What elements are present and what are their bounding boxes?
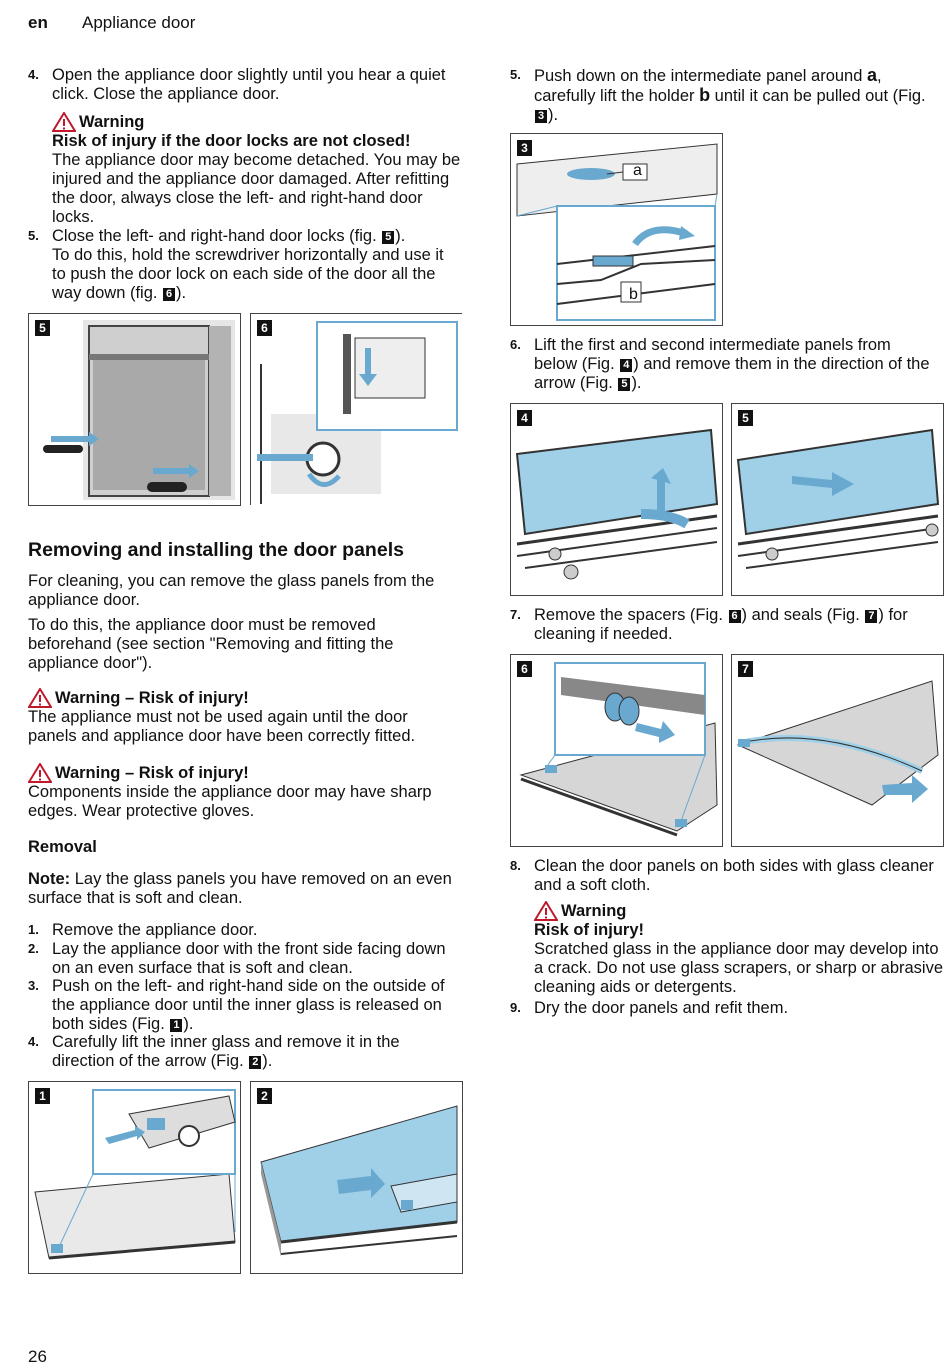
warning-title: Warning: [79, 112, 145, 131]
section-heading: Removing and installing the door panels: [28, 539, 404, 561]
figure-3-holder-detail: a b 3: [510, 133, 723, 326]
language-code: en: [28, 13, 48, 32]
step-7-remove-spacers: 7. Remove the spacers (Fig. 6) and seals…: [510, 606, 908, 643]
figure-1-release-inner-glass: 1: [28, 1081, 241, 1274]
figure-6-spacers: 6: [510, 654, 723, 847]
warning-triangle-icon: [28, 688, 52, 708]
warning-sharp-edges: Warning – Risk of injury! Components ins…: [28, 763, 460, 821]
warning-triangle-icon: [28, 763, 52, 783]
figure-7-seals: 7: [731, 654, 944, 847]
removal-step-4: 4. Carefully lift the inner glass and re…: [28, 1033, 400, 1070]
figure-ref: 1: [170, 1019, 183, 1032]
removal-step-1: 1. Remove the appliance door.: [28, 921, 258, 939]
warning-body: Components inside the appliance door may…: [28, 783, 432, 820]
figure-badge: 6: [257, 320, 272, 336]
warning-scratched-glass: Warning Risk of injury! Scratched glass …: [534, 901, 944, 997]
note-paragraph: Note: Lay the glass panels you have remo…: [28, 870, 452, 907]
warning-body: The appliance must not be used again unt…: [28, 708, 416, 745]
figure-ref: 7: [865, 610, 878, 623]
figure-ref: 2: [249, 1056, 262, 1069]
spacer-removal-illustration: [519, 662, 718, 837]
warning-title: Warning – Risk of injury!: [55, 763, 249, 782]
door-lock-detail-illustration: [257, 321, 458, 504]
step-6-lift-panels: 6. Lift the first and second intermediat…: [510, 336, 930, 392]
figure-ref: 6: [728, 610, 741, 623]
page-number: 26: [28, 1347, 47, 1366]
removal-heading: Removal: [28, 838, 97, 856]
step-5-close-locks: 5. Close the left- and right-hand door l…: [28, 227, 444, 302]
figure-4-lift-intermediate-panel: 4: [510, 403, 723, 596]
warning-title: Warning – Risk of injury!: [55, 688, 249, 707]
warning-subtitle: Risk of injury!: [534, 921, 645, 939]
figure-6-door-lock-detail: 6: [250, 313, 462, 505]
step-8-clean-panels: 8. Clean the door panels on both sides w…: [510, 857, 934, 894]
holder-lift-illustration: [516, 143, 718, 321]
step-9-refit: 9. Dry the door panels and refit them.: [510, 999, 789, 1017]
figure-badge: 4: [517, 410, 532, 426]
panel-removal-illustration: [736, 428, 940, 569]
figure-ref: 5: [618, 378, 631, 391]
oven-door-illustration: [43, 320, 235, 500]
step-5-lift-holder: 5. Push down on the intermediate panel a…: [510, 65, 926, 125]
figure-5-remove-panel: 5: [731, 403, 944, 596]
intro-paragraph-1: For cleaning, you can remove the glass p…: [28, 572, 435, 609]
warning-triangle-icon: [534, 901, 558, 921]
intro-paragraph-2: To do this, the appliance door must be r…: [28, 616, 394, 672]
figure-5-door-locks: 5: [28, 313, 241, 506]
figure-badge: 1: [35, 1088, 50, 1104]
warning-body: Scratched glass in the appliance door ma…: [534, 940, 944, 996]
figure-badge: 2: [257, 1088, 272, 1104]
figure-badge: 6: [517, 661, 532, 677]
warning-refit-panels: Warning – Risk of injury! The appliance …: [28, 688, 460, 746]
warning-subtitle: Risk of injury if the door locks are not…: [52, 132, 411, 150]
figure-ref: 4: [620, 359, 633, 372]
figure-ref: 5: [382, 231, 395, 244]
callout-label-b: b: [629, 286, 638, 303]
header-title: Appliance door: [82, 13, 196, 32]
figure-2-lift-inner-glass: 2: [250, 1081, 463, 1274]
intermediate-panel-lift-illustration: [515, 428, 719, 580]
step-4-close-door: 4. Open the appliance door slightly unti…: [28, 66, 446, 103]
warning-body: The appliance door may become detached. …: [52, 151, 461, 226]
figure-badge: 5: [35, 320, 50, 336]
removal-step-3: 3. Push on the left- and right-hand side…: [28, 977, 445, 1033]
warning-door-locks: Warning Risk of injury if the door locks…: [52, 112, 462, 227]
lift-inner-glass-illustration: [260, 1105, 458, 1257]
figure-ref: 6: [163, 288, 176, 301]
inner-glass-release-illustration: [34, 1089, 236, 1260]
figure-badge: 3: [517, 140, 532, 156]
figure-badge: 7: [738, 661, 753, 677]
removal-step-2: 2. Lay the appliance door with the front…: [28, 940, 446, 977]
warning-triangle-icon: [52, 112, 76, 132]
figure-badge: 5: [738, 410, 753, 426]
figure-ref: 3: [535, 110, 547, 123]
callout-label-a: a: [633, 162, 642, 179]
seal-removal-illustration: [736, 680, 939, 806]
warning-title: Warning: [561, 901, 627, 920]
